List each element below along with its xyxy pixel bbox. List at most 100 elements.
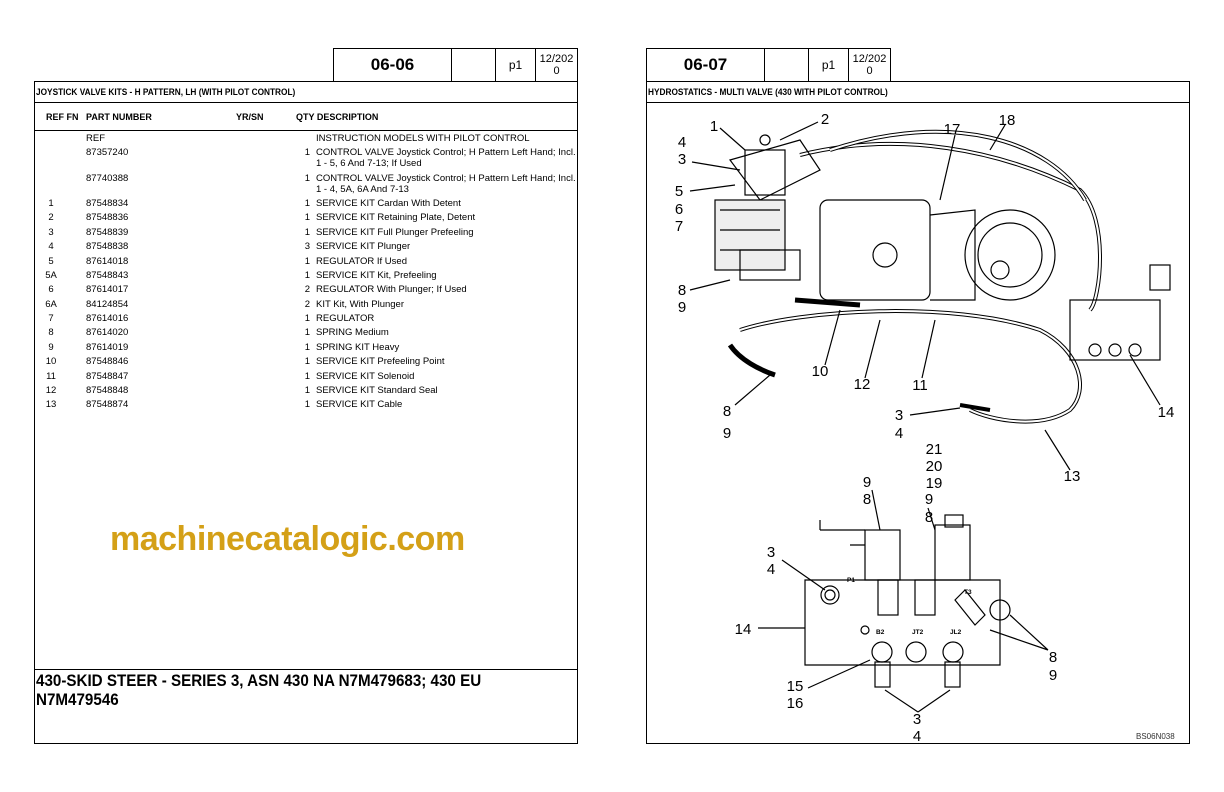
description-cell: SERVICE KIT Standard Seal: [316, 385, 438, 396]
port-label: JL2: [950, 629, 962, 636]
callout-number: 14: [1158, 404, 1175, 421]
ref-fn-cell: 2: [48, 212, 54, 223]
part-number-cell: 87614016: [86, 313, 129, 324]
qty-cell: 1: [304, 256, 310, 267]
port-label: B2: [876, 629, 885, 636]
qty-cell: 2: [304, 284, 310, 295]
description-cell: SERVICE KIT Retaining Plate, Detent: [316, 212, 476, 223]
callout-number: 9: [1049, 667, 1057, 684]
callout-number: 10: [812, 363, 829, 380]
part-number-cell: 87614018: [86, 256, 129, 267]
qty-cell: 1: [304, 147, 310, 158]
callout-number: 8: [1049, 649, 1057, 666]
callout-number: 8: [925, 509, 933, 526]
description-cell: SERVICE KIT Solenoid: [316, 371, 415, 382]
callout-number: 8: [863, 491, 871, 508]
callout-number: 4: [895, 425, 903, 442]
ref-fn-cell: 6: [48, 284, 54, 295]
description-cell: CONTROL VALVE Joystick Control; H Patter…: [316, 147, 576, 169]
description-cell: SERVICE KIT Full Plunger Prefeeling: [316, 227, 474, 238]
part-number-cell: 87548874: [86, 399, 129, 410]
callout-number: 9: [863, 474, 871, 491]
qty-cell: 3: [304, 241, 310, 252]
col-yr-sn: YR/SN: [236, 112, 264, 122]
callout-number: 17: [944, 121, 961, 138]
part-number-cell: 87548836: [86, 212, 129, 223]
ref-fn-cell: 8: [48, 327, 54, 338]
callout-number: 4: [913, 728, 921, 745]
callout-number: 9: [723, 425, 731, 442]
ref-fn-cell: 6A: [45, 299, 57, 310]
callout-number: 5: [675, 183, 683, 200]
callout-number: 9: [678, 299, 686, 316]
col-part-number: PART NUMBER: [86, 112, 152, 122]
ref-fn-cell: 5: [48, 256, 54, 267]
description-cell: SERVICE KIT Cable: [316, 399, 403, 410]
ref-fn-cell: 11: [46, 371, 56, 382]
ref-fn-cell: 5A: [45, 270, 57, 281]
description-cell: REGULATOR With Plunger; If Used: [316, 284, 467, 295]
figure-id: BS06N038: [1136, 732, 1175, 741]
ref-fn-cell: 3: [48, 227, 54, 238]
part-number-cell: 87614019: [86, 342, 129, 353]
description-cell: KIT Kit, With Plunger: [316, 299, 404, 310]
ref-fn-cell: 13: [45, 399, 57, 410]
title-bar-right: [646, 81, 1190, 103]
section-code-right-text: 06-07: [683, 55, 728, 74]
qty-cell: 1: [304, 399, 310, 410]
description-cell: SERVICE KIT Plunger: [316, 241, 411, 252]
qty-cell: 1: [304, 270, 310, 281]
callout-number: 12: [854, 376, 871, 393]
callout-number: 16: [787, 695, 804, 712]
description-cell: SPRING Medium: [316, 327, 389, 338]
callout-number: 11: [912, 377, 928, 394]
callout-number: 9: [925, 491, 933, 508]
col-ref-fn: REF FN: [46, 112, 79, 122]
qty-cell: 1: [304, 227, 310, 238]
description-cell: CONTROL VALVE Joystick Control; H Patter…: [316, 173, 576, 195]
ref-fn-cell: 12: [45, 385, 57, 396]
port-label: JT2: [912, 629, 924, 636]
callout-number: 19: [926, 475, 943, 492]
part-number-cell: 87548848: [86, 385, 129, 396]
footer-divider: [34, 669, 578, 670]
callout-number: 20: [926, 458, 943, 475]
qty-cell: 1: [304, 313, 310, 324]
callout-number: 13: [1064, 468, 1081, 485]
part-number-cell: 87614020: [86, 327, 129, 338]
part-number-cell: REF: [86, 133, 105, 144]
callout-number: 14: [735, 621, 752, 638]
column-header-bar: [34, 102, 578, 131]
part-number-cell: 87548847: [86, 371, 129, 382]
qty-cell: 1: [304, 356, 310, 367]
callout-number: 21: [926, 441, 943, 458]
part-number-cell: 87548834: [86, 198, 129, 209]
page-number-text: p1: [508, 58, 523, 72]
description-cell: SERVICE KIT Kit, Prefeeling: [316, 270, 437, 281]
callout-number: 3: [913, 711, 921, 728]
description-cell: SERVICE KIT Prefeeling Point: [316, 356, 445, 367]
callout-number: 4: [767, 561, 775, 578]
section-title: JOYSTICK VALVE KITS - H PATTERN, LH (WIT…: [36, 87, 296, 97]
callout-number: 8: [723, 403, 731, 420]
description-cell: INSTRUCTION MODELS WITH PILOT CONTROL: [316, 133, 530, 144]
qty-cell: 1: [304, 212, 310, 223]
part-number-cell: 87740388: [86, 173, 129, 184]
callout-number: 6: [675, 201, 683, 218]
callout-number: 4: [678, 134, 686, 151]
description-cell: SERVICE KIT Cardan With Detent: [316, 198, 461, 209]
hydrostatic-assembly-drawing: [689, 121, 1171, 713]
qty-cell: 1: [304, 371, 310, 382]
watermark: machinecatalogic.com: [110, 520, 465, 558]
qty-cell: 2: [304, 299, 310, 310]
ref-fn-cell: 4: [48, 241, 54, 252]
port-label: T3: [964, 589, 972, 596]
callout-number: 15: [787, 678, 804, 695]
part-number-cell: 84124854: [86, 299, 129, 310]
callout-number: 7: [675, 218, 683, 235]
callout-number: 2: [821, 111, 829, 128]
qty-cell: 1: [304, 385, 310, 396]
ref-fn-cell: 9: [48, 342, 54, 353]
